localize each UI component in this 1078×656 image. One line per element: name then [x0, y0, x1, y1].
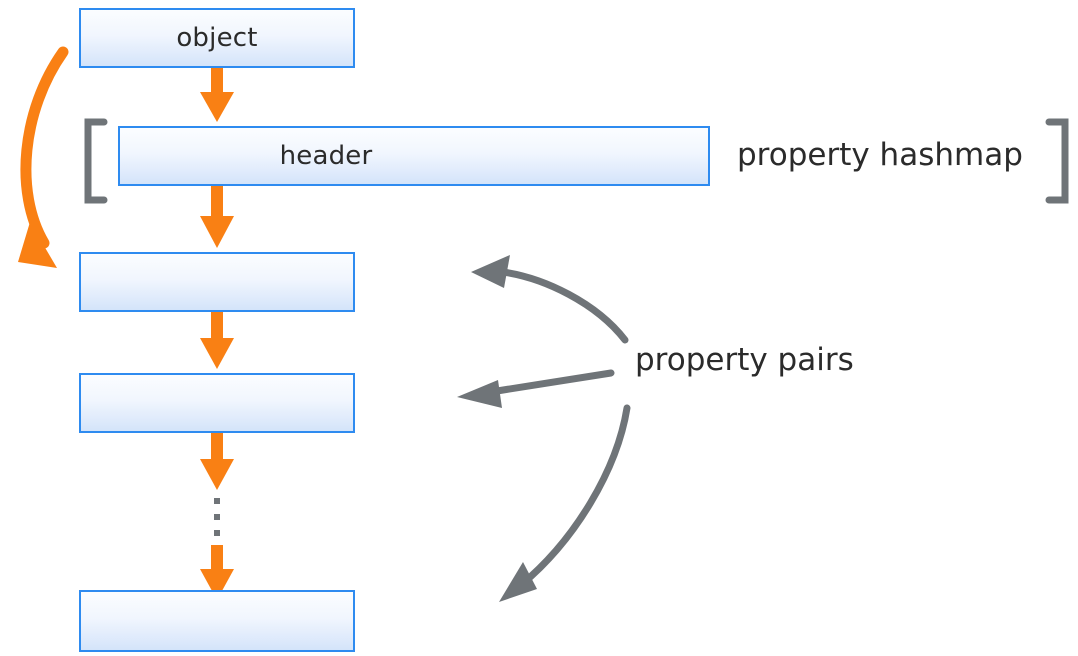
orange-curved-arrow-object-to-pair	[18, 46, 69, 268]
callout-arrow-bottom	[499, 404, 631, 602]
property-hashmap-annotation: property hashmap	[737, 137, 1023, 173]
property-pair-box-n[interactable]	[79, 590, 355, 652]
orange-arrow-pair1-to-pair2	[200, 312, 234, 369]
property-hashmap-bar[interactable]: header	[118, 126, 710, 186]
orange-arrow-ellipsis-to-pairn	[200, 545, 234, 600]
bracket-left-icon	[84, 118, 108, 204]
header-label: header	[279, 141, 373, 171]
orange-arrow-pair2-to-ellipsis	[200, 433, 234, 490]
property-pairs-annotation: property pairs	[635, 342, 854, 378]
ellipsis-dots	[214, 498, 220, 536]
object-box[interactable]: object	[79, 8, 355, 68]
callout-arrow-middle	[457, 369, 615, 408]
object-box-label: object	[176, 23, 258, 53]
orange-arrow-object-to-header	[200, 68, 234, 122]
property-pair-box-2[interactable]	[79, 373, 355, 433]
property-pair-box-1[interactable]	[79, 252, 355, 312]
bracket-right-icon	[1045, 118, 1069, 204]
callout-arrow-top	[471, 255, 629, 344]
